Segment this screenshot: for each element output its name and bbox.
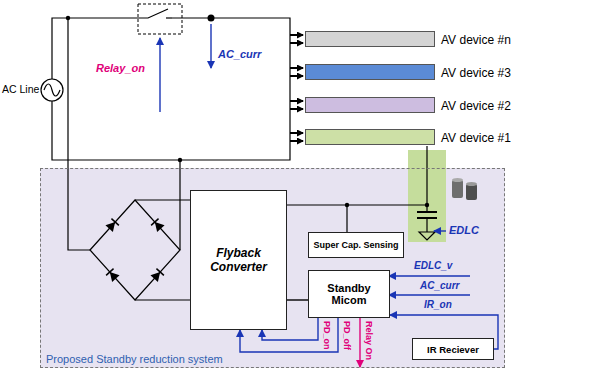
box-label: IR Reciever (427, 344, 479, 355)
box-label: Standby Micom (312, 282, 386, 306)
receiver-box: IR Reciever (412, 338, 494, 360)
device-label: AV device #1 (441, 130, 511, 146)
power-wires (52, 18, 427, 300)
region-title: Proposed Standby reduction system (46, 353, 223, 365)
signal-label: PD_off (342, 321, 352, 350)
bridge-rectifier (90, 200, 180, 300)
device-box: AV device #n (305, 31, 435, 47)
device-label: AV device #n (441, 32, 511, 48)
device-feed-arrows (290, 35, 303, 141)
device-box: AV device #1 (305, 129, 435, 145)
signal-label: AC_curr (218, 48, 261, 61)
signal-label: AC Line (2, 83, 39, 95)
device-label: AV device #3 (441, 65, 511, 81)
signal-label: Relay On (364, 321, 374, 360)
box-label: Super Cap. Sensing (313, 240, 398, 250)
signal-label: EDLC (449, 224, 479, 237)
relay-switch (138, 4, 182, 34)
device-box: AV device #2 (305, 97, 435, 113)
converter-box: Flyback Converter (190, 190, 287, 330)
ac-source (41, 79, 63, 101)
capacitor-photo (452, 178, 477, 200)
signal-label: IR_on (424, 299, 452, 311)
box-label: Flyback Converter (194, 246, 283, 274)
micom-box: Standby Micom (308, 270, 390, 318)
signal-label: AC_curr (420, 280, 459, 292)
signal-connector (287, 299, 308, 300)
signal-label: PD_on (322, 321, 332, 350)
sensing-box: Super Cap. Sensing (308, 232, 404, 258)
signal-label: EDLC_v (414, 260, 452, 272)
signal-label: Relay_on (96, 62, 145, 75)
edlc-capacitor (417, 212, 437, 240)
device-box: AV device #3 (305, 64, 435, 80)
device-label: AV device #2 (441, 98, 511, 114)
